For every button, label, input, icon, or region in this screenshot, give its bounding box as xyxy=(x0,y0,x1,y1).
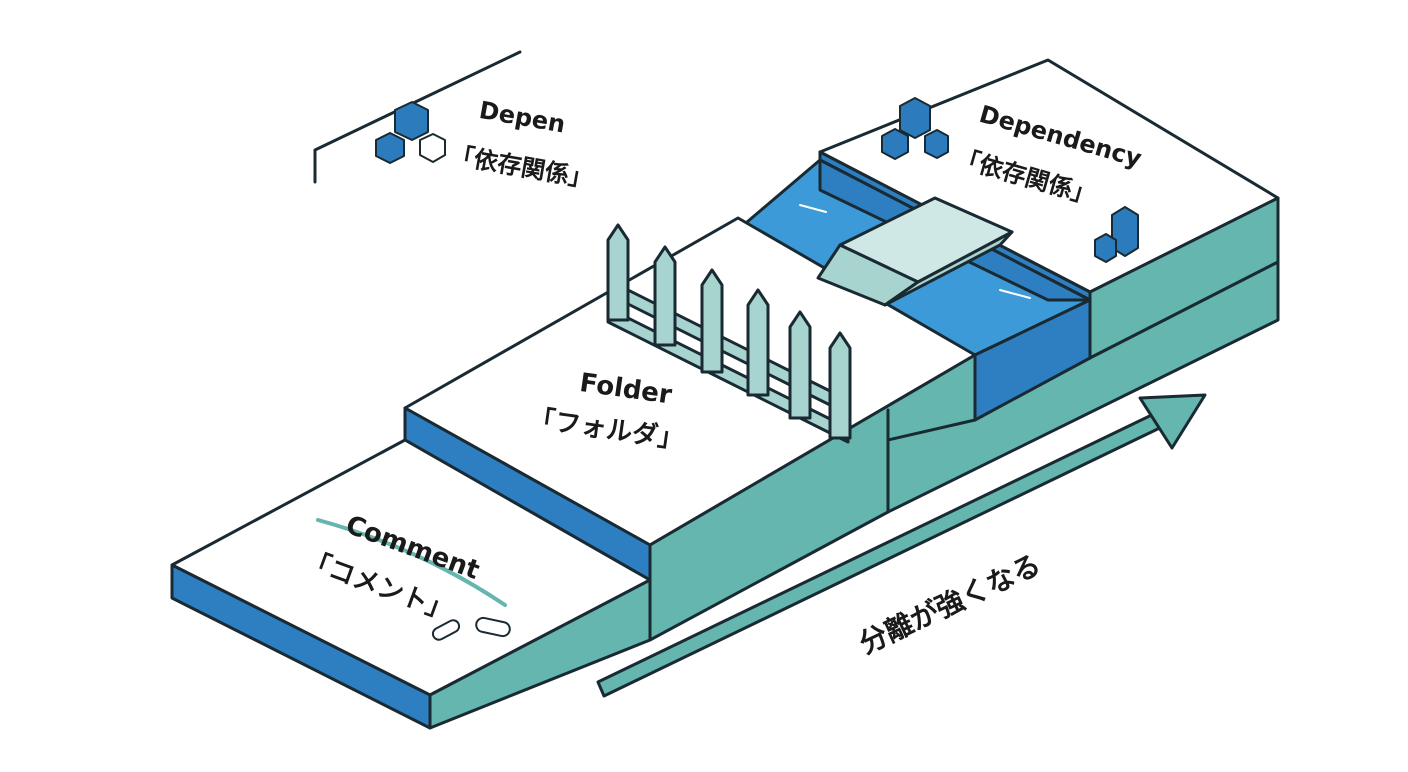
cube-cluster-left xyxy=(375,101,446,164)
comment-underline-stroke xyxy=(316,518,507,607)
comment-platform-right-face xyxy=(428,578,652,730)
eraser-piece xyxy=(475,616,511,638)
eraser-piece xyxy=(431,619,461,641)
separation-arrow xyxy=(596,393,1207,698)
cube xyxy=(394,101,429,141)
fence-post xyxy=(746,288,770,397)
fence-post xyxy=(653,245,677,347)
faded-platform-edge xyxy=(313,50,522,184)
folder-platform xyxy=(403,216,977,642)
bridge xyxy=(816,196,1014,307)
eraser-pieces xyxy=(431,616,511,641)
cube xyxy=(881,128,909,160)
water-ripple xyxy=(799,204,827,213)
cube xyxy=(375,132,405,164)
fence-post xyxy=(606,223,630,322)
fence-post xyxy=(828,331,852,440)
fence xyxy=(606,223,852,444)
arrow-head xyxy=(1138,393,1207,450)
fence-post xyxy=(788,310,812,420)
fence-post xyxy=(700,268,724,374)
water-ripple xyxy=(999,289,1031,299)
comment-platform xyxy=(170,438,652,730)
cube xyxy=(419,133,446,163)
cube xyxy=(924,129,949,159)
dependency-platform xyxy=(818,58,1280,514)
cube xyxy=(1094,233,1117,263)
bridge-end xyxy=(883,230,1014,307)
cube xyxy=(899,97,931,139)
cube-cluster-right xyxy=(881,97,1139,263)
